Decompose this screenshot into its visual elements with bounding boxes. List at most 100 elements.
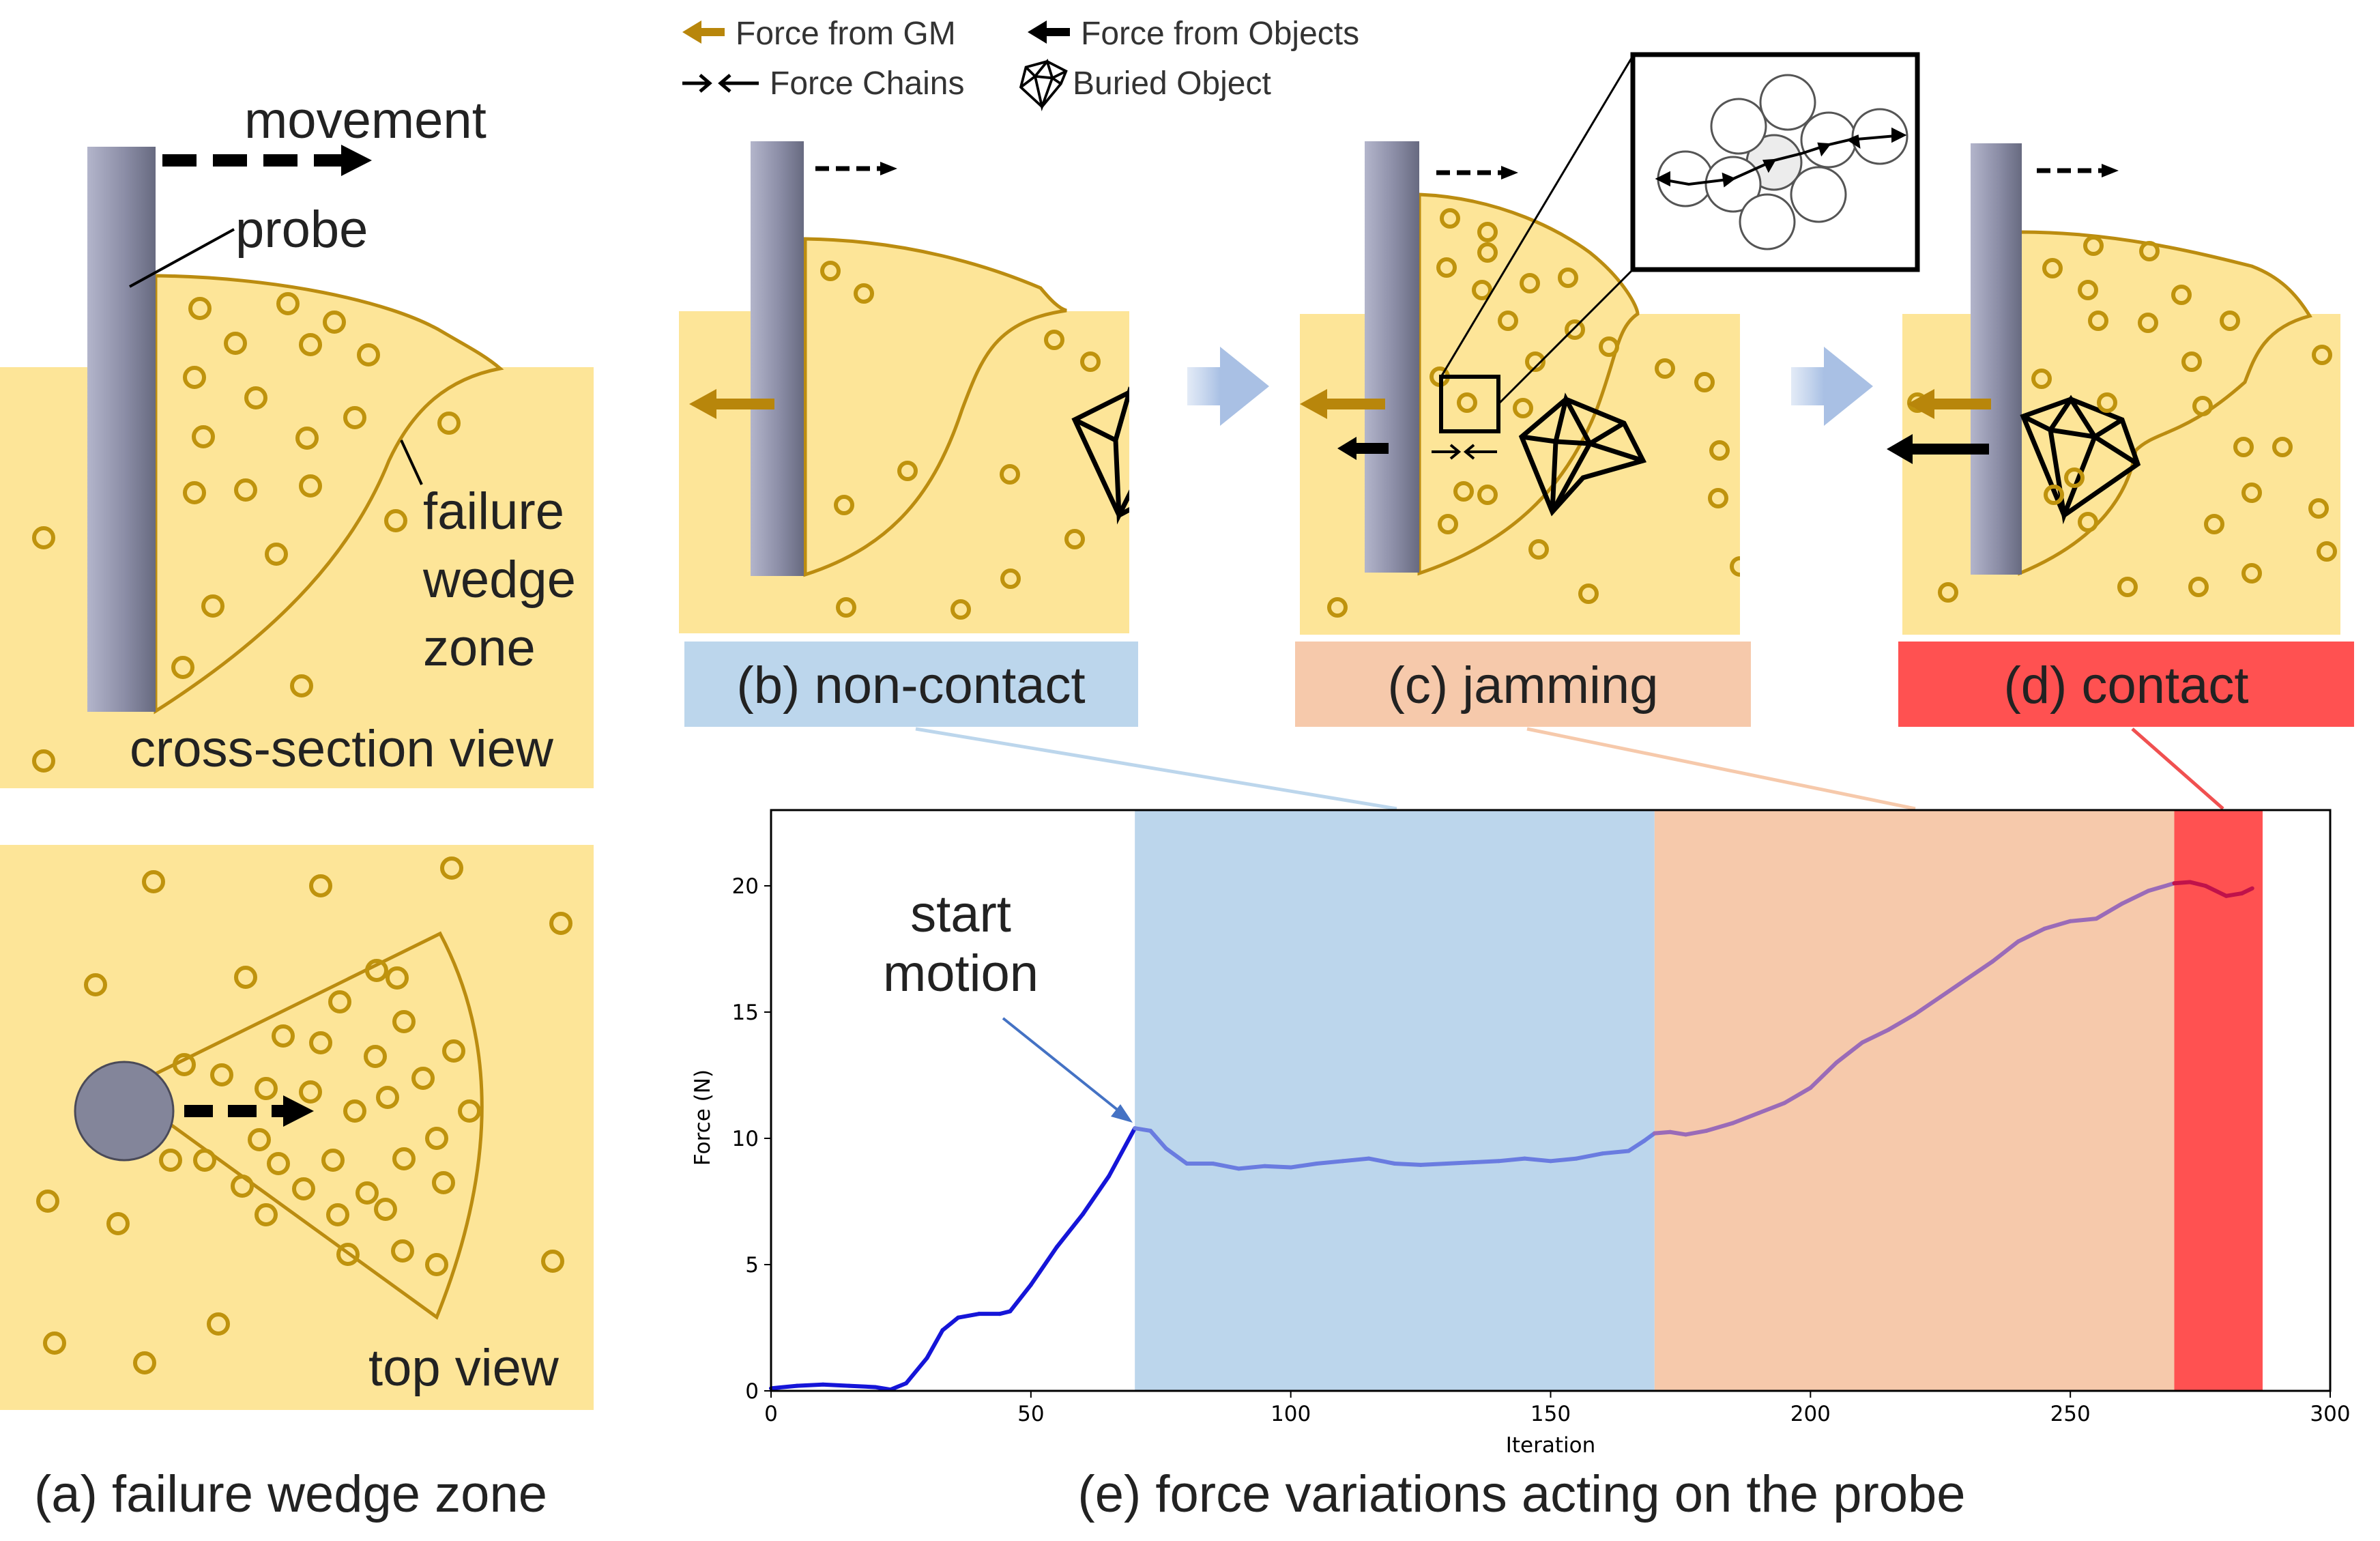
force-gm-arrow-b <box>689 389 774 419</box>
x-tick-label: 50 <box>1017 1402 1044 1426</box>
panel-b-non-contact <box>679 141 1129 633</box>
label-box-d <box>1898 642 2354 727</box>
force-line-segment <box>2120 889 2151 906</box>
y-tick-label: 10 <box>732 1127 759 1151</box>
force-line-segment <box>1522 1156 1553 1164</box>
panel-d-contact <box>1902 143 2340 635</box>
force-line-segment <box>1081 1174 1112 1216</box>
force-line-segment <box>821 1382 852 1388</box>
label-b: (b) non-contact <box>736 657 1085 715</box>
buried-object-d <box>2020 394 2141 525</box>
annotation-arrow <box>1002 1017 1133 1123</box>
top-view-label: top view <box>368 1339 560 1397</box>
force-line-segment <box>795 1382 826 1388</box>
sequence-arrow-1 <box>1187 347 1269 426</box>
grains-d <box>1907 235 2337 603</box>
buried-object-c <box>1518 392 1647 517</box>
zoom-inset <box>1630 52 1920 272</box>
region-jamming <box>1654 810 2175 1391</box>
force-line-segment <box>956 1312 981 1320</box>
force-line-segment <box>1133 1126 1153 1133</box>
label-box-b <box>684 642 1138 727</box>
buried-object-b <box>1071 386 1129 525</box>
failure-label-1: failure <box>423 483 564 541</box>
probe-leader-line <box>129 228 235 288</box>
wedge-b <box>803 237 1067 577</box>
force-line-segment <box>1210 1162 1241 1171</box>
force-line-segment <box>1834 1040 1865 1065</box>
force-line-segment <box>1626 1138 1646 1153</box>
force-line-segment <box>1886 1012 1917 1032</box>
legend-force-gm: Force from GM <box>736 16 956 52</box>
failure-label-2: wedge <box>422 551 576 609</box>
panel-a-cross-section: movement probe failure wedge zone cross-… <box>0 91 594 788</box>
move-arrow-d <box>2037 164 2119 177</box>
failure-wedge-zone <box>154 274 504 715</box>
caption-a: (a) failure wedge zone <box>34 1465 547 1523</box>
force-gm-legend-icon <box>682 20 725 44</box>
force-gm-arrow-d <box>1907 389 1991 419</box>
force-line-segment <box>2239 886 2254 896</box>
force-chain-marker-c <box>1432 444 1497 460</box>
force-line-segment <box>1008 1282 1033 1314</box>
force-line-segment <box>1704 1121 1735 1133</box>
force-line-segment <box>2172 880 2192 886</box>
probe-top <box>74 1061 175 1162</box>
force-line-segment <box>1808 1061 1839 1090</box>
move-arrow-c <box>1436 166 1518 179</box>
force-objects-legend-icon <box>1028 20 1070 44</box>
top-sand-grains <box>36 856 572 1374</box>
connector-b <box>915 727 1397 811</box>
y-tick-label: 20 <box>732 874 759 899</box>
force-line-segment <box>2224 891 2244 898</box>
x-tick-label: 0 <box>764 1402 778 1426</box>
zoom-leader-lines <box>1440 55 1634 405</box>
force-line-segment <box>1548 1156 1579 1164</box>
force-line-segment <box>2068 917 2099 923</box>
force-line-segment <box>1028 1245 1059 1287</box>
failure-leader-line <box>400 440 423 485</box>
top-movement-arrow <box>184 1095 314 1127</box>
connector-c <box>1526 727 1916 811</box>
y-tick-label: 0 <box>745 1379 759 1404</box>
force-line-segment <box>769 1383 800 1391</box>
y-axis-label: Force (N) <box>691 1069 715 1166</box>
force-line-segment <box>1340 1156 1371 1164</box>
label-c: (c) jamming <box>1388 657 1659 715</box>
y-tick-label: 5 <box>745 1253 759 1278</box>
sequence-arrow-2 <box>1791 347 1873 426</box>
legend: Force from GM Force from Objects Force C… <box>682 16 1359 112</box>
force-line-segment <box>1964 960 1994 981</box>
force-line-segment <box>1652 1129 1672 1136</box>
force-chains-legend-icon <box>682 74 759 93</box>
label-box-c <box>1295 642 1751 727</box>
force-line-segment <box>1107 1126 1137 1179</box>
force-line-segment <box>2203 884 2229 898</box>
force-line-segment <box>2188 880 2208 888</box>
grains-c <box>1327 208 1740 618</box>
probe-d <box>1971 143 2022 575</box>
x-tick-label: 250 <box>2050 1402 2091 1426</box>
x-tick-label: 150 <box>1530 1402 1571 1426</box>
force-line-segment <box>1730 1111 1761 1125</box>
annotation-motion: motion <box>883 945 1039 1003</box>
force-line-segment <box>904 1355 929 1385</box>
failure-label-3: zone <box>423 619 536 677</box>
force-line-segment <box>1366 1156 1397 1166</box>
x-tick-label: 200 <box>1790 1402 1831 1426</box>
force-line-segment <box>1314 1159 1345 1166</box>
force-line-segment <box>1445 1160 1475 1166</box>
probe-b <box>751 141 804 576</box>
cross-section-label: cross-section view <box>130 720 554 778</box>
panel-a-top-view: top view <box>0 845 594 1410</box>
label-d: (d) contact <box>2003 657 2248 715</box>
movement-label: movement <box>244 91 487 149</box>
legend-buried-object: Buried Object <box>1073 66 1271 102</box>
force-line-segment <box>1054 1212 1085 1250</box>
y-tick-label: 15 <box>732 1000 759 1025</box>
force-line-segment <box>1756 1101 1787 1115</box>
force-object-arrow-c <box>1337 437 1389 460</box>
force-object-arrow-d <box>1887 434 1989 464</box>
force-line-segment <box>1860 1027 1891 1045</box>
